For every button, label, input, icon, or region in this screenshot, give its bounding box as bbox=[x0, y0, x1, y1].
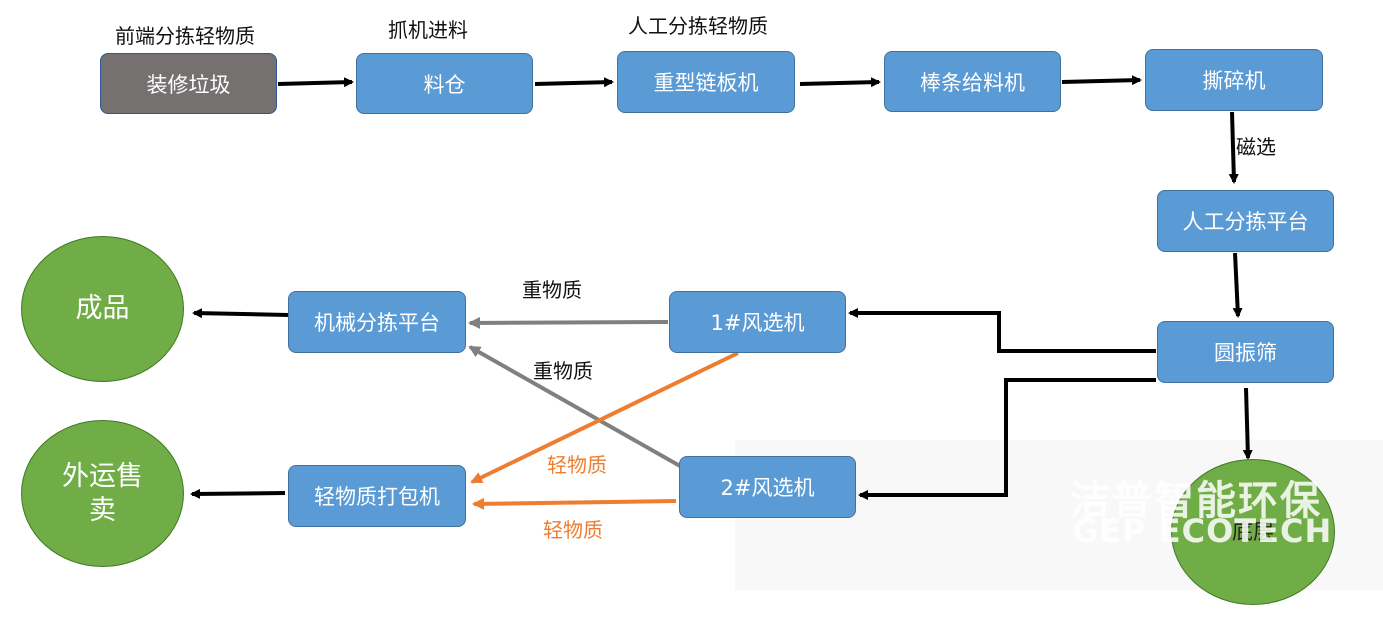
node-decoration-waste: 装修垃圾 bbox=[100, 53, 277, 114]
arrow-mech-to-product bbox=[192, 308, 289, 319]
node-trommel-screen: 圆振筛 bbox=[1157, 321, 1334, 383]
label-manual-sort-light: 人工分拣轻物质 bbox=[628, 14, 768, 38]
label-heavy-1: 重物质 bbox=[522, 278, 582, 302]
node-air-separator-1: 1#风选机 bbox=[669, 291, 846, 353]
node-manual-sorting-platform: 人工分拣平台 bbox=[1157, 190, 1334, 252]
node-hopper: 料仓 bbox=[356, 53, 533, 114]
node-air-separator-2: 2#风选机 bbox=[679, 456, 856, 518]
arrow-sep2-light bbox=[472, 497, 677, 510]
node-bottom-layer: 底层 bbox=[1171, 459, 1335, 605]
arrow-baler-to-sale bbox=[190, 488, 286, 499]
label-heavy-2: 重物质 bbox=[533, 359, 593, 383]
node-mechanical-sorting-platform: 机械分拣平台 bbox=[288, 291, 466, 353]
arrow-hopper-to-plate bbox=[534, 77, 614, 88]
label-grab-feed: 抓机进料 bbox=[388, 18, 468, 42]
arrow-sep1-heavy bbox=[468, 316, 669, 329]
arrow-bar-to-shredder bbox=[1061, 75, 1142, 86]
node-bar-feeder: 棒条给料机 bbox=[884, 51, 1061, 112]
label-light-1: 轻物质 bbox=[547, 453, 607, 477]
arrow-plate-to-bar bbox=[799, 77, 881, 88]
watermark-text-cn: 洁普智能环保 bbox=[1070, 478, 1322, 524]
node-external-sale: 外运售卖 bbox=[21, 420, 184, 567]
arrow-shredder-to-manual bbox=[1228, 111, 1239, 184]
node-shredder: 撕碎机 bbox=[1145, 49, 1323, 111]
node-finished-product: 成品 bbox=[21, 236, 184, 382]
arrow-manual-to-screen bbox=[1232, 252, 1243, 318]
arrow-screen-to-sep1 bbox=[848, 308, 1156, 353]
arrow-screen-to-sep2 bbox=[858, 378, 1156, 500]
arrow-sep2-heavy bbox=[468, 345, 681, 468]
arrow-screen-to-bottom bbox=[1242, 387, 1253, 460]
watermark-text-en: GEP ECOTECH bbox=[1072, 512, 1333, 550]
node-heavy-plate-feeder: 重型链板机 bbox=[617, 51, 795, 113]
node-light-material-baler: 轻物质打包机 bbox=[288, 465, 466, 527]
label-front-sort: 前端分拣轻物质 bbox=[115, 24, 255, 48]
arrow-waste-to-hopper bbox=[277, 77, 354, 88]
label-light-2: 轻物质 bbox=[543, 518, 603, 542]
label-magnetic: 磁选 bbox=[1236, 135, 1276, 159]
arrow-sep1-light bbox=[470, 351, 739, 484]
